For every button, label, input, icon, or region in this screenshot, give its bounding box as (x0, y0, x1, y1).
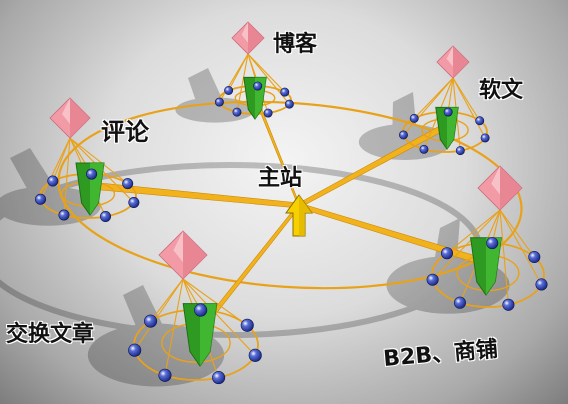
node-ball (399, 130, 408, 140)
node-ball (443, 107, 453, 117)
hub-wire (432, 209, 501, 281)
center-node (285, 194, 313, 237)
label-blog: 博客 (273, 32, 318, 57)
node-ball (194, 303, 208, 317)
pink-gem-highlight (446, 46, 453, 67)
node-ball (35, 193, 47, 205)
node-ball (253, 81, 263, 91)
node-ball (240, 318, 254, 332)
node-ball (58, 209, 70, 221)
label-center: 主站 (258, 166, 303, 191)
pink-gem-highlight (491, 166, 500, 195)
node-ball (232, 107, 242, 117)
hub-wire (40, 137, 71, 200)
node-ball (280, 87, 290, 97)
hub-wire (413, 77, 454, 119)
hub-wire (447, 77, 454, 113)
hub-wire (236, 53, 249, 113)
hub-wire (452, 77, 486, 139)
hub-wire (499, 209, 535, 258)
hub-wire (134, 278, 184, 351)
hub-blog (214, 21, 294, 120)
pink-gem-shade (70, 98, 90, 138)
node-ball (248, 348, 262, 362)
node-ball (263, 108, 273, 118)
hub-wire (69, 137, 129, 185)
green-stand-highlight (447, 107, 459, 149)
node-ball (453, 296, 466, 309)
node-ball (426, 273, 439, 286)
label-exchange: 交换文章 (6, 322, 95, 347)
hub-wire (452, 77, 481, 122)
node-ball (128, 343, 142, 357)
hub-wire (63, 137, 71, 216)
node-ball (86, 168, 98, 180)
label-review: 评论 (101, 118, 149, 146)
node-ball (480, 133, 490, 143)
hub-wire (247, 53, 286, 93)
pyramid-shadow (10, 148, 60, 203)
hub-shadow (175, 97, 255, 123)
pink-gem-shade (248, 22, 264, 54)
hub-wire (403, 77, 454, 136)
node-ball (158, 368, 172, 382)
hub-exchange (128, 230, 262, 385)
hub-wire (446, 209, 501, 254)
pink-gem-shade (453, 46, 469, 78)
node-ball (128, 197, 140, 209)
pyramid-shadow (392, 92, 417, 143)
hub-b2b (426, 165, 548, 311)
hub-wire (499, 209, 509, 305)
node-ball (419, 144, 429, 154)
hub-wire (182, 278, 256, 356)
node-ball (528, 250, 541, 264)
hub-wire (164, 278, 184, 376)
node-ball (144, 314, 158, 328)
node-ball (502, 298, 515, 311)
node-ball (122, 178, 134, 190)
node-ball (409, 113, 419, 123)
pink-gem-highlight (173, 231, 183, 263)
node-ball (455, 146, 465, 156)
hub-wire (150, 278, 184, 322)
node-ball (440, 247, 453, 260)
hub-wire (52, 137, 71, 182)
label-softtext: 软文 (479, 78, 524, 103)
green-stand-highlight (200, 303, 217, 366)
node-ball (284, 99, 294, 109)
hub-wire (182, 278, 248, 326)
hub-review (35, 97, 140, 222)
green-stand-highlight (486, 237, 502, 295)
pink-gem-shade (500, 166, 522, 210)
node-ball (47, 175, 59, 187)
node-ball (224, 86, 234, 95)
node-ball (214, 97, 224, 107)
node-ball (486, 237, 499, 250)
node-ball (535, 278, 548, 291)
center-arrow-shade (299, 195, 312, 236)
pink-gem-shade (183, 231, 207, 279)
hub-wire (499, 209, 542, 285)
hub-wire (228, 53, 249, 91)
pink-gem-highlight (241, 22, 248, 43)
node-ball (212, 371, 226, 385)
node-ball (100, 210, 112, 222)
pink-gem-highlight (62, 98, 70, 124)
node-ball (475, 116, 485, 126)
hub-softtext (399, 45, 490, 156)
